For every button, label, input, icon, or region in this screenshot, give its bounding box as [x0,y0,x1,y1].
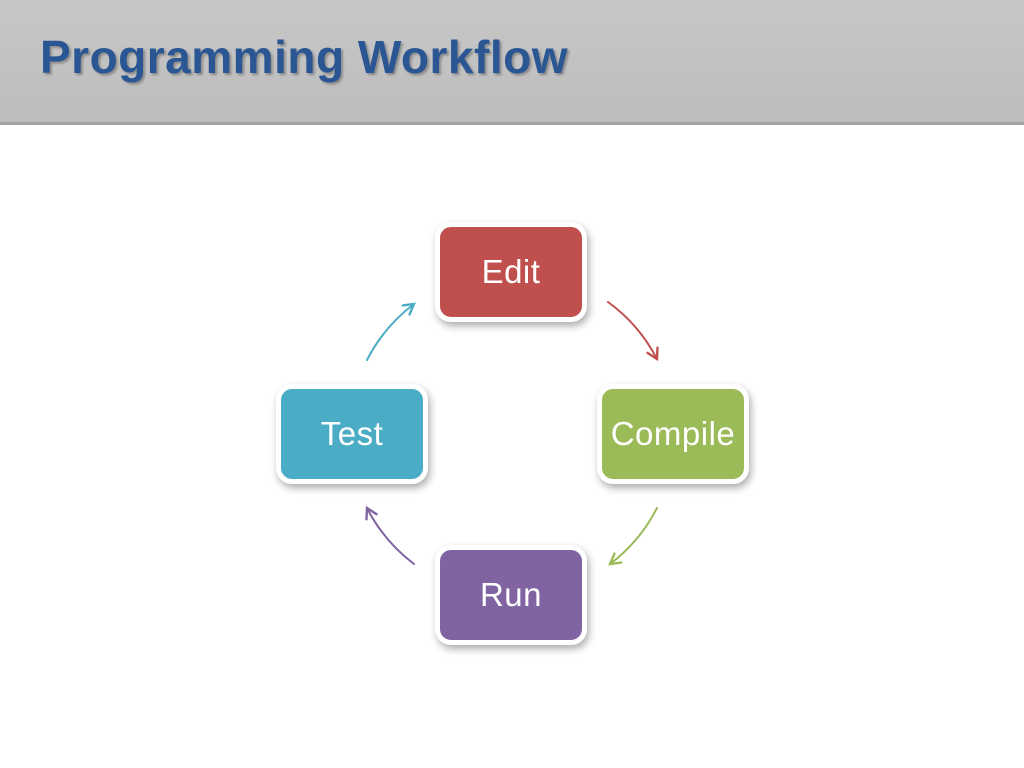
node-label-compile: Compile [610,415,736,452]
arrow-run-to-test [365,505,415,565]
arrow-test-to-edit [366,302,416,361]
node-label-run: Run [479,576,543,613]
cycle-node-test: Test [276,384,428,484]
cycle-node-run: Run [435,545,587,645]
title-band [0,0,1024,125]
node-label-edit: Edit [481,253,541,290]
node-label-test: Test [320,415,384,452]
arrow-edit-to-compile [607,301,659,362]
cycle-node-edit: Edit [435,222,587,322]
arrow-compile-to-run [608,507,658,566]
page-title: Programming Workflow [40,31,568,83]
cycle-node-compile: Compile [597,384,749,484]
